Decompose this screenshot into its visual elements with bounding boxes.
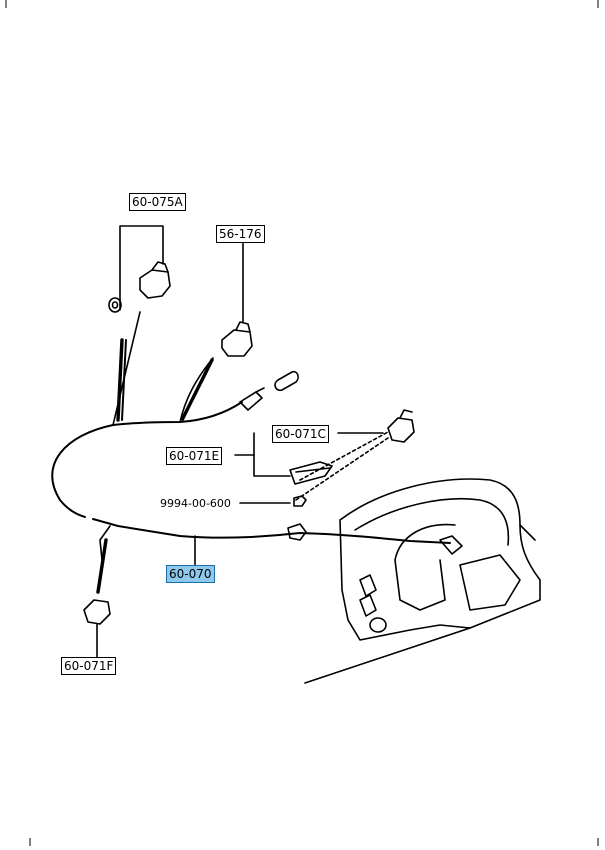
bracket-60-071E bbox=[253, 432, 291, 477]
clip-60-071C bbox=[387, 417, 415, 443]
clip-60-071F bbox=[83, 599, 111, 625]
tube bbox=[274, 370, 299, 392]
dashed-60-071C bbox=[299, 431, 389, 481]
part-label-60-075A[interactable]: 60-075A bbox=[129, 193, 186, 211]
cable-lower bbox=[92, 518, 451, 544]
washer bbox=[108, 297, 122, 313]
part-label-60-071C[interactable]: 60-071C bbox=[272, 425, 329, 443]
clip-60-075A bbox=[139, 269, 171, 299]
part-label-9994-00-600[interactable]: 9994-00-600 bbox=[160, 497, 231, 510]
cable-main bbox=[51, 424, 114, 518]
clip-60-071E bbox=[289, 461, 333, 485]
clip-56-176 bbox=[221, 329, 253, 357]
nut-9994 bbox=[293, 495, 307, 507]
part-label-60-071E[interactable]: 60-071E bbox=[166, 447, 223, 465]
instrument-cluster bbox=[339, 478, 541, 641]
part-label-56-176[interactable]: 56-176 bbox=[216, 225, 265, 243]
part-label-60-071F[interactable]: 60-071F bbox=[61, 657, 117, 675]
leader-60-075A bbox=[119, 225, 164, 311]
grommet bbox=[287, 523, 307, 541]
part-label-60-070[interactable]: 60-070 bbox=[166, 565, 215, 583]
cable-end-top bbox=[239, 391, 263, 411]
